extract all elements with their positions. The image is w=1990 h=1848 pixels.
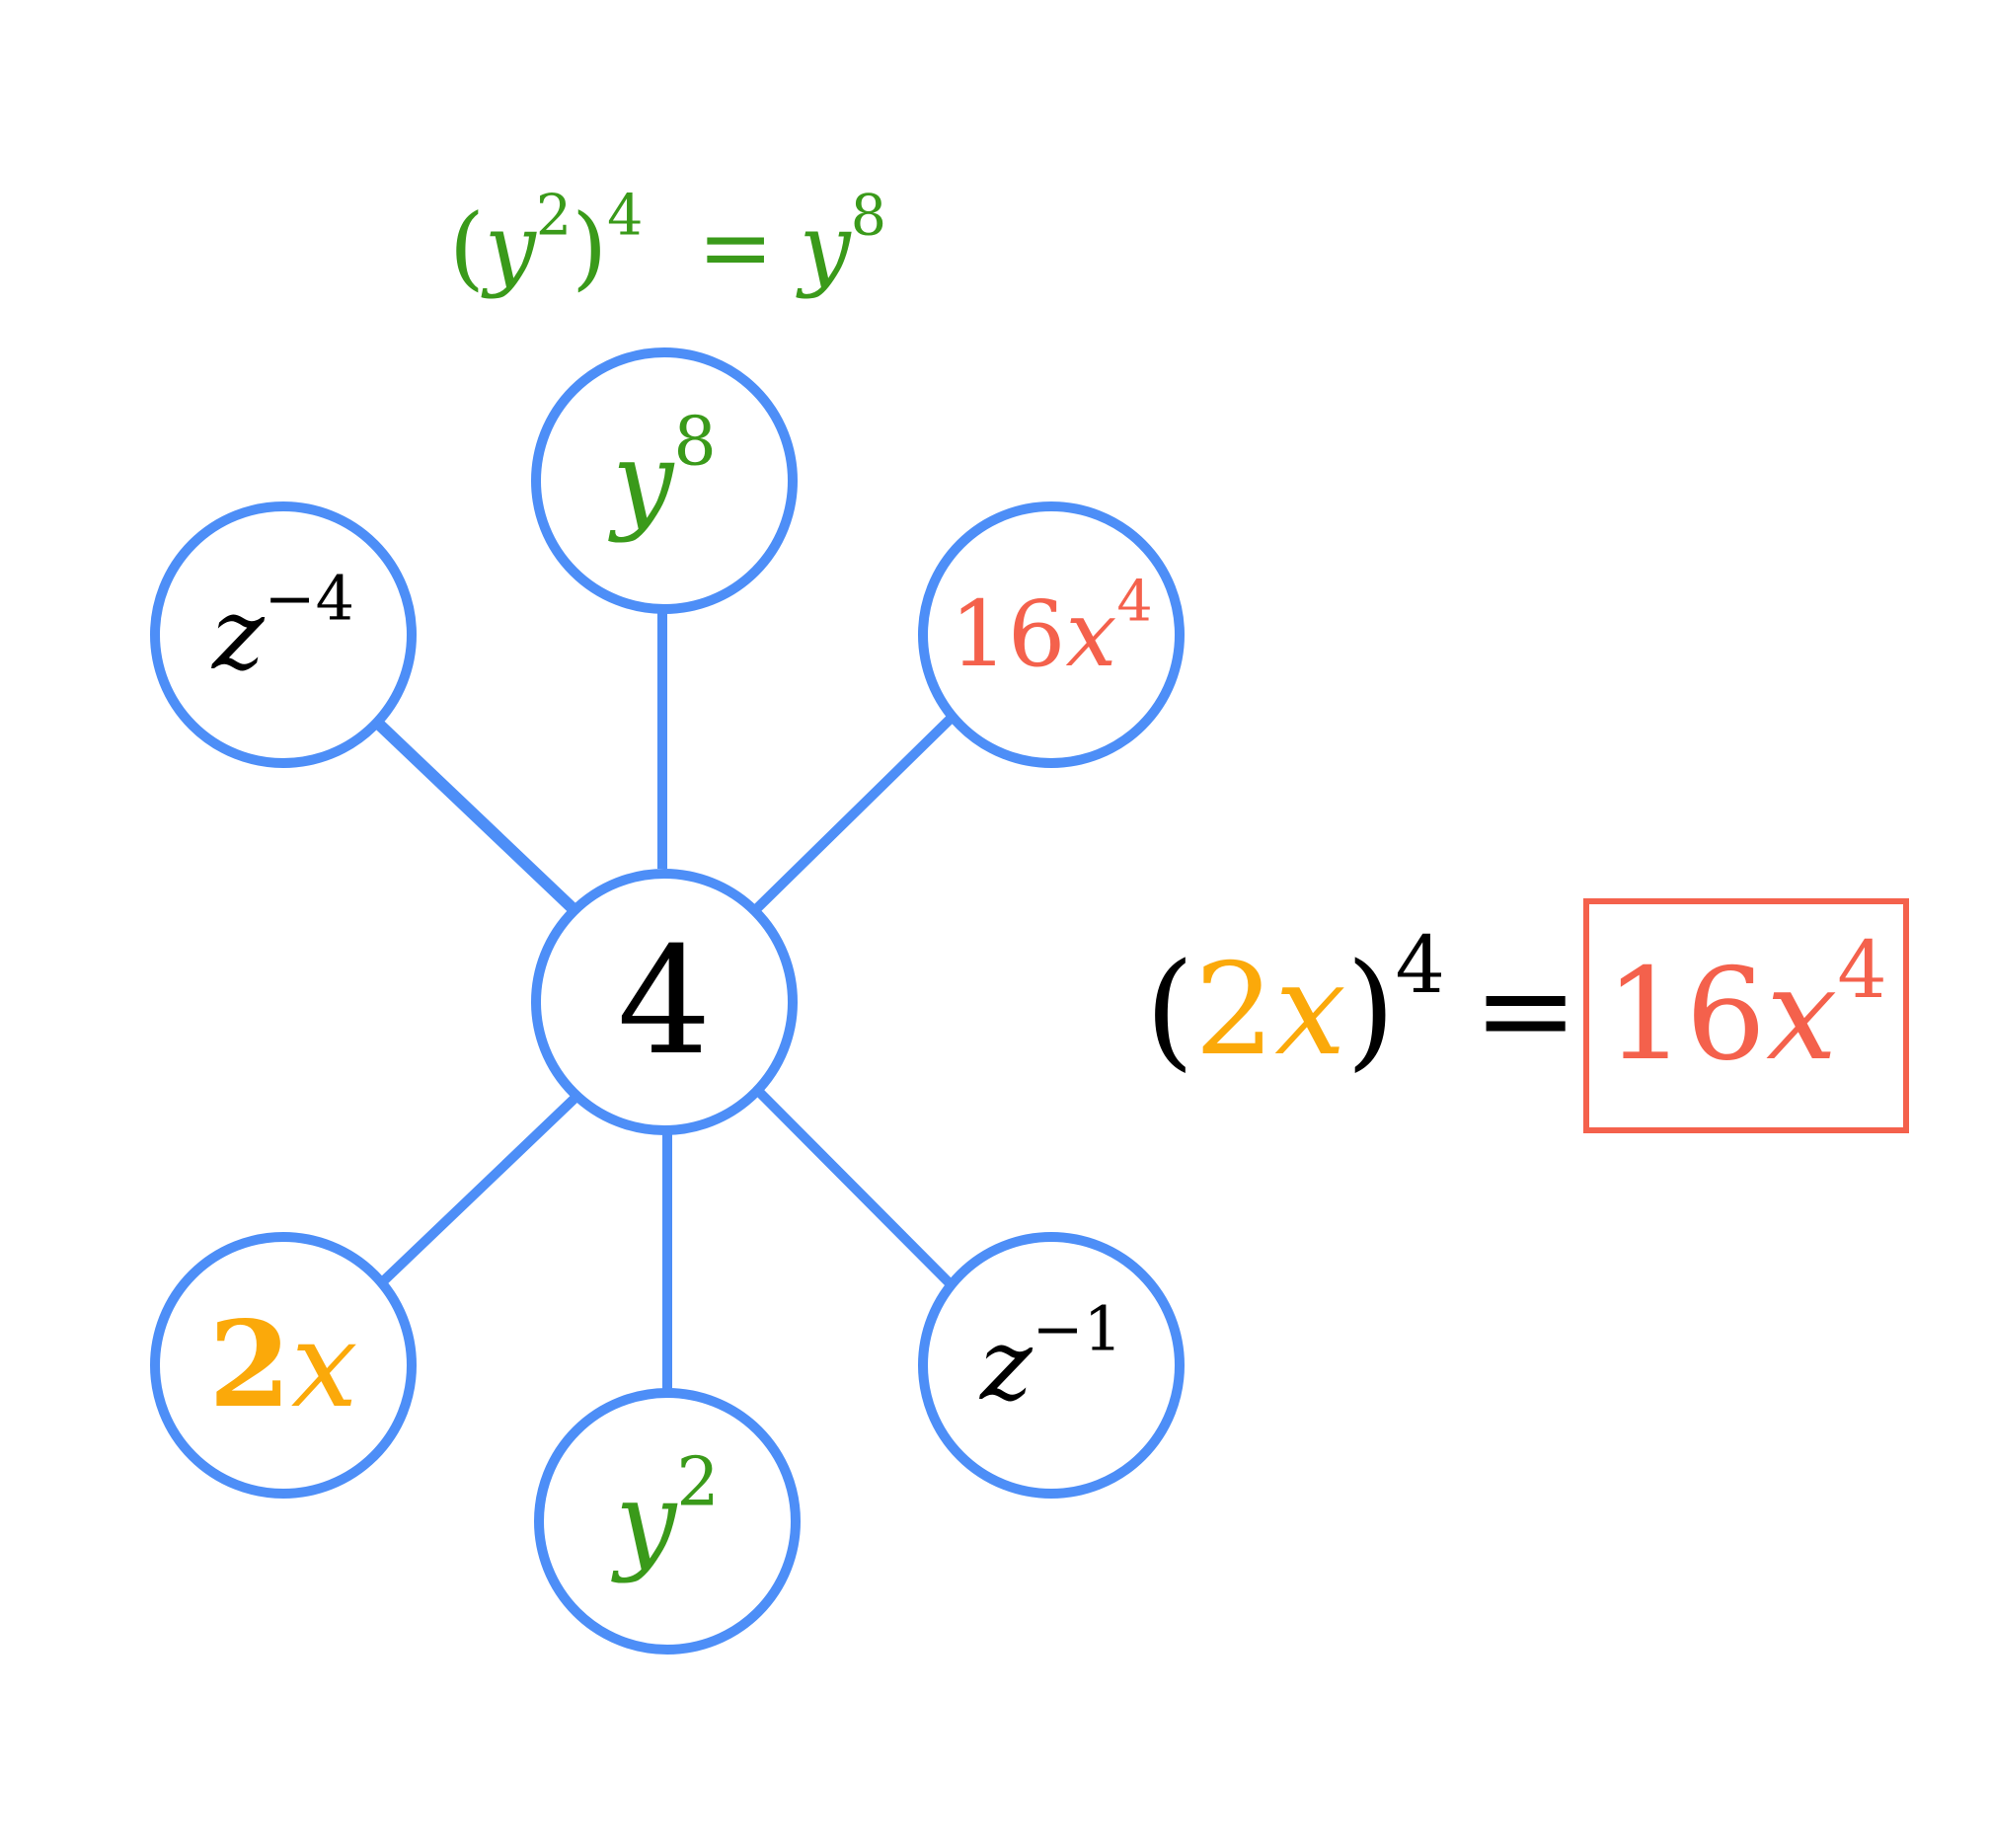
- node-bottom-exp: 2: [676, 1443, 720, 1522]
- answer-base: x: [1766, 942, 1838, 1089]
- right-eq-coef: 2: [1193, 937, 1275, 1084]
- node-lower-left-coef: 2: [208, 1294, 291, 1434]
- node-upper-right-coef: 16: [950, 581, 1066, 687]
- edge-center-lower-left: [377, 1089, 584, 1287]
- node-top: y8: [531, 347, 798, 614]
- right-equation: (2x)4: [1145, 926, 1445, 1074]
- right-eq-open: (: [1145, 937, 1194, 1084]
- top-eq-close: ): [572, 194, 608, 300]
- node-lower-left-base: x: [290, 1296, 358, 1434]
- node-upper-right-base: x: [1065, 581, 1117, 687]
- edge-center-upper-left: [368, 714, 579, 915]
- top-eq-base: y: [484, 194, 536, 300]
- node-lower-left-label: 2x: [208, 1305, 357, 1425]
- right-eq-base: x: [1274, 937, 1346, 1084]
- answer-exp: 4: [1837, 924, 1887, 1017]
- node-bottom: y2: [534, 1388, 801, 1655]
- node-upper-left-label: z−4: [212, 568, 354, 684]
- top-equation: (y2)4 =y8: [449, 188, 886, 293]
- node-center: 4: [531, 869, 798, 1135]
- node-top-base: y: [612, 418, 674, 544]
- top-eq-equals: =: [697, 194, 774, 300]
- top-eq-result-exp: 8: [850, 183, 887, 249]
- node-lower-right: z−1: [918, 1232, 1185, 1499]
- node-bottom-label: y2: [615, 1449, 720, 1576]
- top-eq-outer-exp: 4: [607, 183, 644, 249]
- top-eq-open: (: [449, 194, 485, 300]
- node-top-label: y8: [612, 409, 717, 535]
- node-lower-right-base: z: [979, 1307, 1033, 1423]
- edge-center-upper-right: [751, 711, 958, 914]
- node-upper-right-label: 16x4: [950, 574, 1152, 680]
- node-bottom-base: y: [615, 1458, 677, 1584]
- node-upper-right: 16x4: [918, 501, 1185, 768]
- node-upper-left-exp: −4: [264, 562, 355, 635]
- top-eq-result-base: y: [799, 194, 851, 300]
- answer-box: 16x4: [1583, 898, 1909, 1133]
- node-upper-left: z−4: [150, 501, 417, 768]
- right-eq-close: ): [1345, 937, 1396, 1084]
- right-eq-outer-exp: 4: [1395, 919, 1446, 1012]
- answer-coef: 16: [1605, 942, 1767, 1089]
- node-lower-right-label: z−1: [980, 1298, 1122, 1415]
- edge-center-lower-right: [752, 1085, 954, 1287]
- node-upper-left-base: z: [211, 577, 265, 692]
- right-eq-equals: =: [1473, 937, 1579, 1084]
- node-top-exp: 8: [673, 403, 717, 482]
- top-eq-inner-exp: 2: [535, 183, 573, 249]
- node-upper-right-exp: 4: [1116, 569, 1153, 635]
- node-lower-left: 2x: [150, 1232, 417, 1499]
- answer-label: 16x4: [1605, 931, 1887, 1079]
- node-center-label: 4: [617, 916, 712, 1088]
- node-lower-right-exp: −1: [1032, 1292, 1123, 1365]
